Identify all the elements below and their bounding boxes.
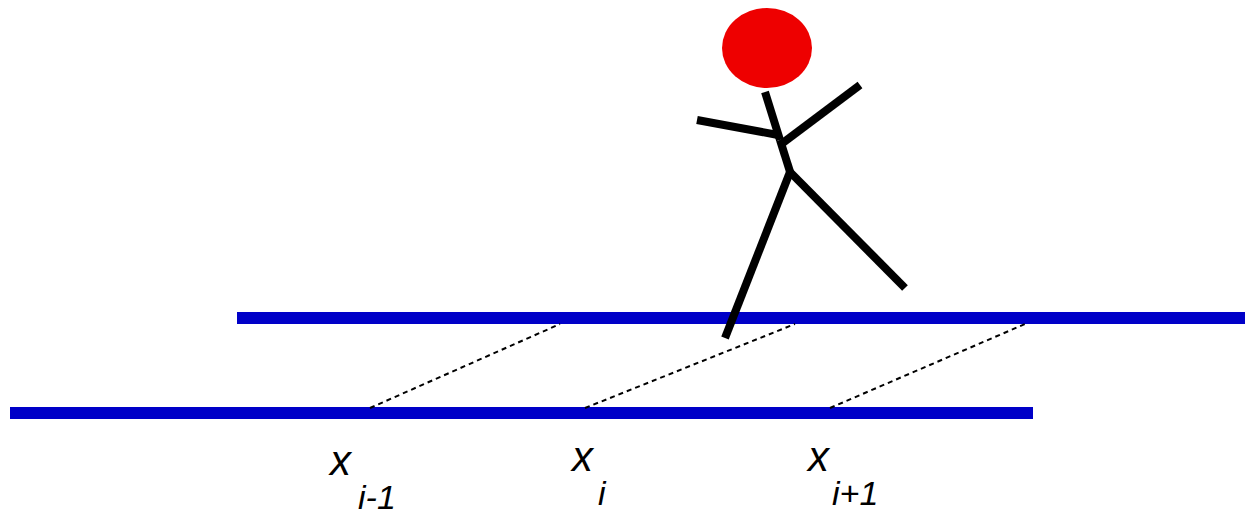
variable-label: x [808, 436, 829, 478]
subscript-label: i+1 [832, 476, 878, 510]
dashed-link [370, 324, 560, 408]
head [722, 8, 812, 88]
lower-line [10, 407, 1033, 419]
variable-label: x [572, 436, 593, 478]
variable-label: x [330, 440, 351, 482]
subscript-label: i-1 [358, 480, 396, 514]
dashed-link [830, 324, 1025, 408]
leg [790, 172, 905, 288]
dashed-link [585, 324, 795, 408]
upper-line [237, 312, 1245, 324]
subscript-label: i [598, 476, 606, 510]
arm [780, 85, 860, 145]
arm [697, 120, 778, 135]
leg [725, 172, 790, 338]
